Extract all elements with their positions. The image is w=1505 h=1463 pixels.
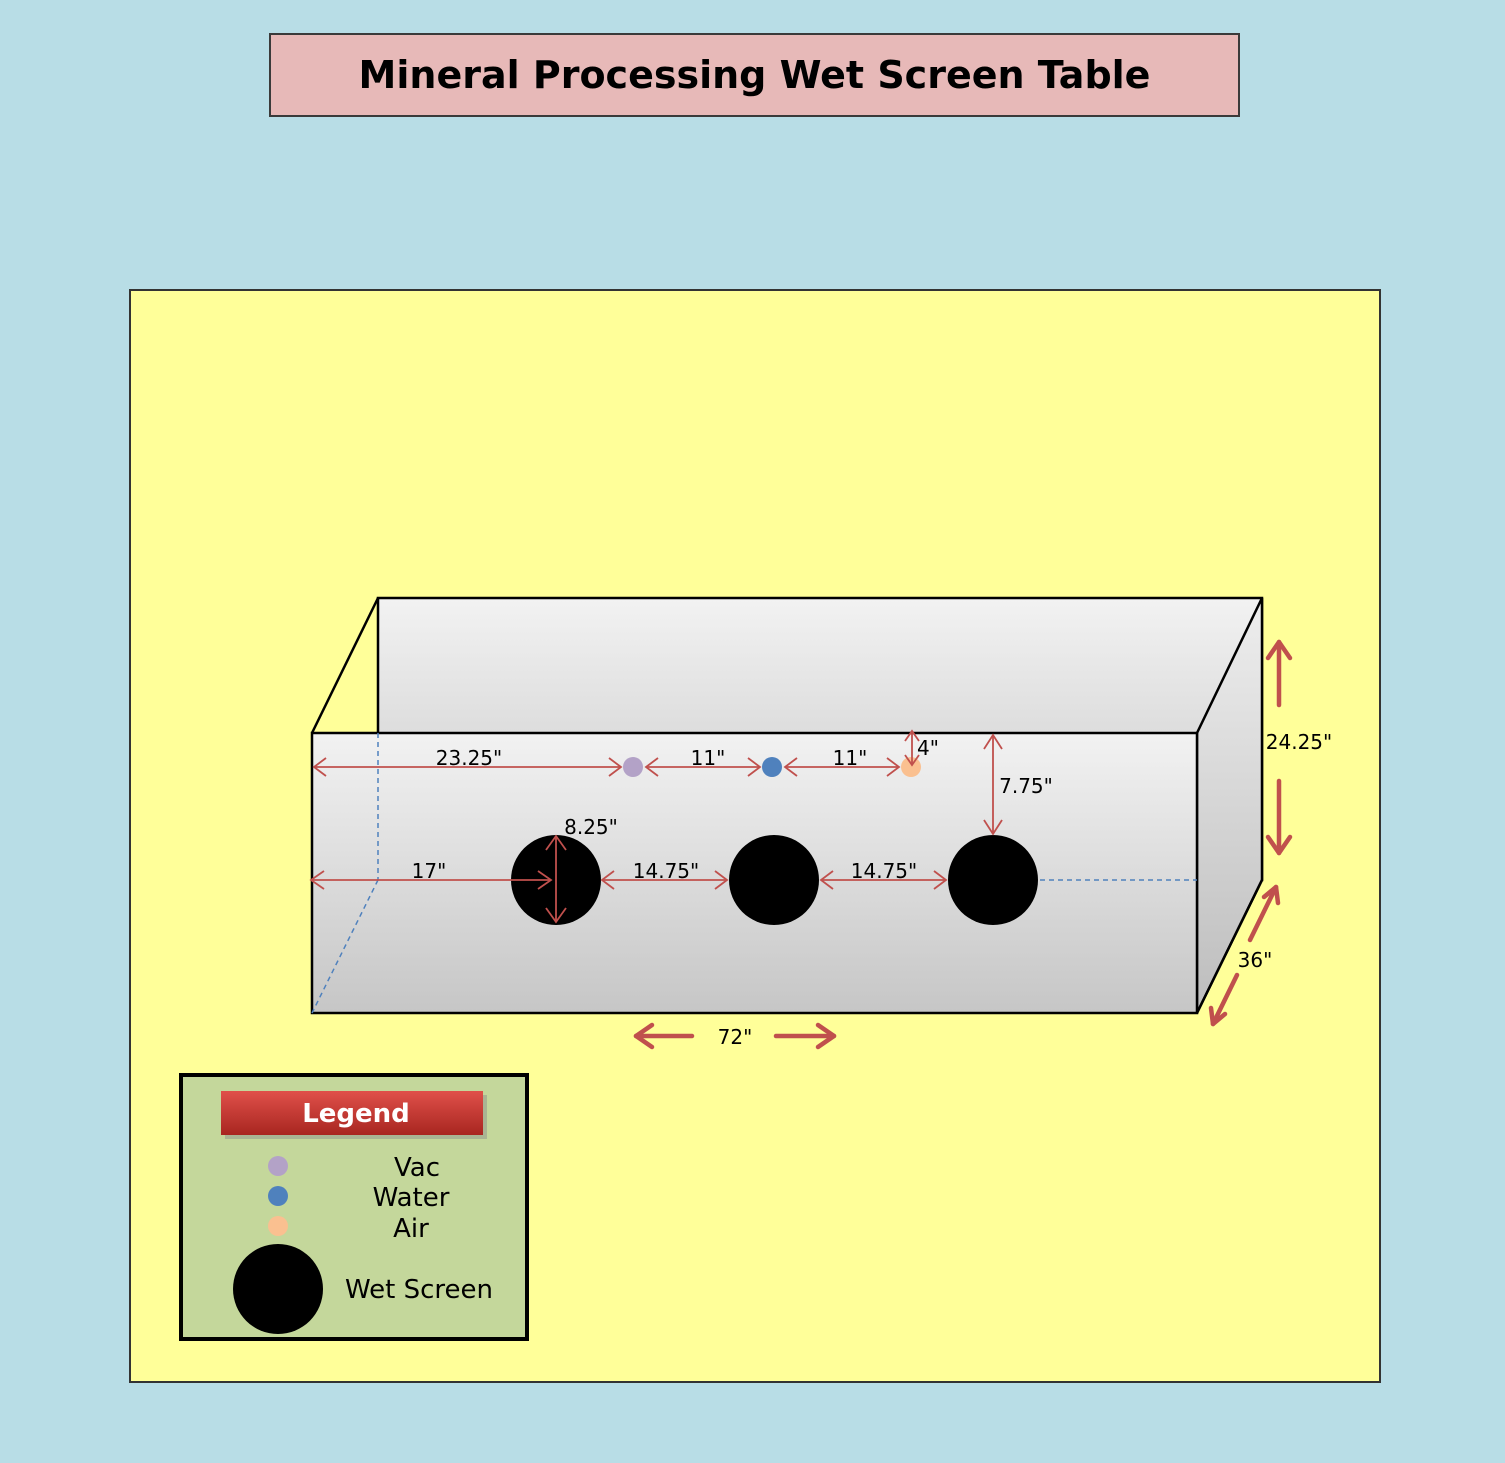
air-port	[901, 757, 921, 777]
vac-port	[623, 757, 643, 777]
legend-water-swatch	[268, 1186, 288, 1206]
legend-water-label: Water	[373, 1183, 450, 1213]
dim-screen-from-top: 7.75"	[999, 774, 1053, 798]
legend-title-bar	[221, 1091, 483, 1135]
dim-depth: 36"	[1238, 948, 1273, 972]
legend-vac-swatch	[268, 1156, 288, 1176]
dim-air-from-top: 4"	[917, 736, 939, 760]
table-top-left-edge	[310, 597, 380, 734]
dimension-lines	[309, 729, 1003, 924]
dim-screen1-to-screen2: 14.75"	[633, 859, 699, 883]
dim-vac-to-water: 11"	[691, 746, 726, 770]
table-box	[310, 596, 1264, 1015]
bold-dimension-arrows	[633, 639, 1293, 1050]
dim-length: 72"	[718, 1025, 753, 1049]
wet-screen-3	[948, 835, 1038, 925]
wet-screen-2	[729, 835, 819, 925]
legend-air-swatch	[268, 1216, 288, 1236]
dim-screen-diameter: 8.25"	[564, 815, 618, 839]
page-title: Mineral Processing Wet Screen Table	[269, 33, 1240, 117]
dim-screen2-to-screen3: 14.75"	[851, 859, 917, 883]
legend-wet-screen-label: Wet Screen	[345, 1275, 493, 1305]
legend-wet-screen-swatch	[233, 1244, 323, 1334]
page-title-text: Mineral Processing Wet Screen Table	[358, 53, 1151, 97]
dim-vac-from-left: 23.25"	[436, 746, 502, 770]
legend: Legend Vac Water Air Wet Screen	[179, 1073, 529, 1341]
hidden-edge-diagonal	[311, 879, 379, 1014]
legend-title: Legend	[302, 1099, 410, 1129]
dim-water-to-air: 11"	[833, 746, 868, 770]
legend-vac-label: Vac	[394, 1153, 440, 1183]
dim-screen-from-left: 17"	[412, 859, 447, 883]
legend-air-label: Air	[393, 1214, 429, 1244]
water-port	[762, 757, 782, 777]
dim-height: 24.25"	[1266, 730, 1332, 754]
table-bottom-right-edge	[1195, 879, 1264, 1014]
